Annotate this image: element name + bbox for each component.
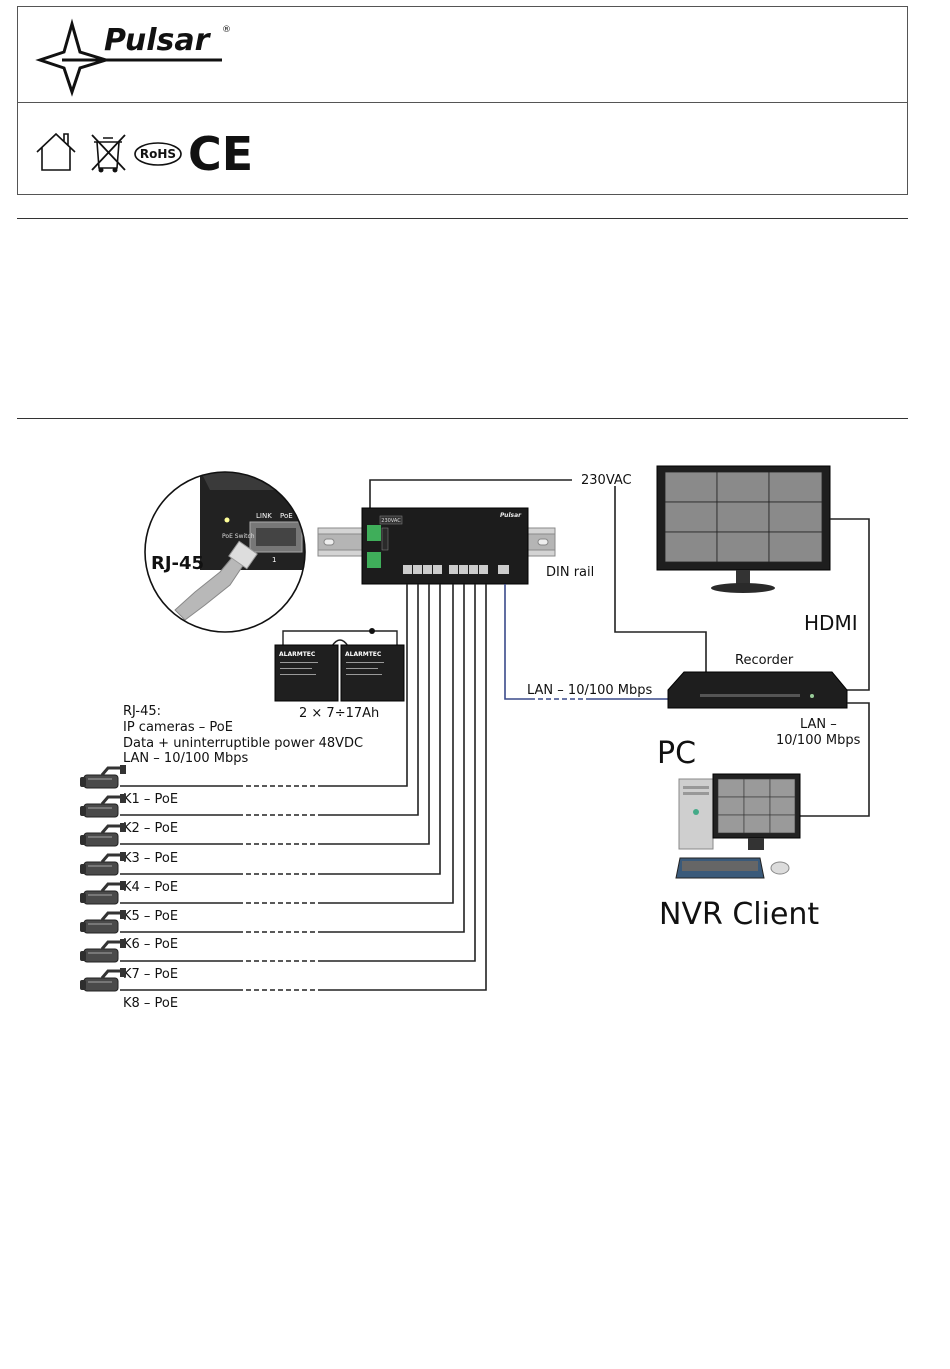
svg-text:LAN – 10/100 Mbps: LAN – 10/100 Mbps [123, 751, 249, 766]
power-label: 230VAC [581, 473, 632, 488]
rohs-mark: RoHS [134, 142, 182, 166]
lan-cable [504, 584, 668, 700]
inset-poe-label: PoE [280, 512, 293, 520]
camera-labels: K1 – PoE K2 – PoE K3 – PoE K4 – PoE K5 –… [123, 792, 178, 1011]
lan-label: LAN – 10/100 Mbps [527, 683, 653, 698]
nvr-recorder [667, 671, 848, 709]
header-frame [17, 6, 908, 195]
inset-switch-label: PoE Switch [222, 533, 255, 540]
recorder-label: Recorder [735, 653, 794, 668]
nvr-client-label: NVR Client [659, 897, 819, 932]
camera-label: K1 – PoE [123, 792, 178, 807]
switch-tag: 230VAC [381, 518, 401, 524]
camera-label: K4 – PoE [123, 880, 178, 895]
battery-left: ALARMTEC [274, 644, 339, 702]
battery-label: 2 × 7÷17Ah [299, 706, 379, 721]
pulsar-logo: Pulsar ® [35, 18, 231, 97]
ip-camera-icons [78, 763, 128, 993]
svg-text:ALARMTEC: ALARMTEC [345, 651, 382, 658]
connector-label: RJ-45 [151, 553, 204, 574]
rj45-inset: LINK PoE PoE Switch 1 [144, 471, 306, 633]
din-rail-label: DIN rail [546, 565, 594, 580]
section-rule-top [17, 218, 908, 219]
poe-description: RJ-45: IP cameras – PoE Data + uninterru… [123, 704, 363, 766]
lan-cable-pc [798, 702, 870, 817]
camera-label: K8 – PoE [123, 996, 178, 1011]
ce-mark: CE [188, 127, 253, 181]
svg-text:ALARMTEC: ALARMTEC [279, 651, 316, 658]
camera-label: K6 – PoE [123, 937, 178, 952]
indoor-use-icon [36, 132, 76, 171]
hdmi-cable [830, 518, 870, 691]
pc-workstation [675, 773, 801, 879]
camera-label: K7 – PoE [123, 967, 178, 982]
svg-text:IP cameras – PoE: IP cameras – PoE [123, 720, 233, 735]
weee-bin-icon [91, 134, 126, 173]
camera-label: K3 – PoE [123, 851, 178, 866]
svg-text:RoHS: RoHS [140, 147, 176, 161]
camera-label: K2 – PoE [123, 821, 178, 836]
battery-cable [282, 630, 398, 646]
camera-label: K5 – PoE [123, 909, 178, 924]
section-rule-bottom [17, 418, 908, 419]
inset-link-label: LINK [256, 512, 272, 520]
hdmi-label: HDMI [804, 611, 858, 635]
brand-name: Pulsar [104, 23, 212, 58]
camera-cables [120, 584, 487, 991]
header-divider [17, 102, 908, 103]
svg-text:CE: CE [188, 127, 253, 181]
recorder-mains-cable [614, 486, 707, 672]
registered-mark: ® [222, 25, 231, 35]
inset-port-number: 1 [272, 556, 276, 564]
svg-text:RJ-45:: RJ-45: [123, 704, 161, 719]
switch-brand: Pulsar [500, 512, 522, 519]
lan2-label-2: 10/100 Mbps [776, 733, 861, 748]
monitor [656, 465, 831, 593]
svg-text:Data + uninterruptible power 4: Data + uninterruptible power 48VDC [123, 736, 363, 751]
pc-label: PC [657, 736, 696, 771]
poe-switch: 230VAC Pulsar [361, 507, 529, 585]
battery-right: ALARMTEC [340, 644, 405, 702]
lan2-label-1: LAN – [800, 717, 837, 732]
rj45-port-bank [403, 565, 509, 574]
